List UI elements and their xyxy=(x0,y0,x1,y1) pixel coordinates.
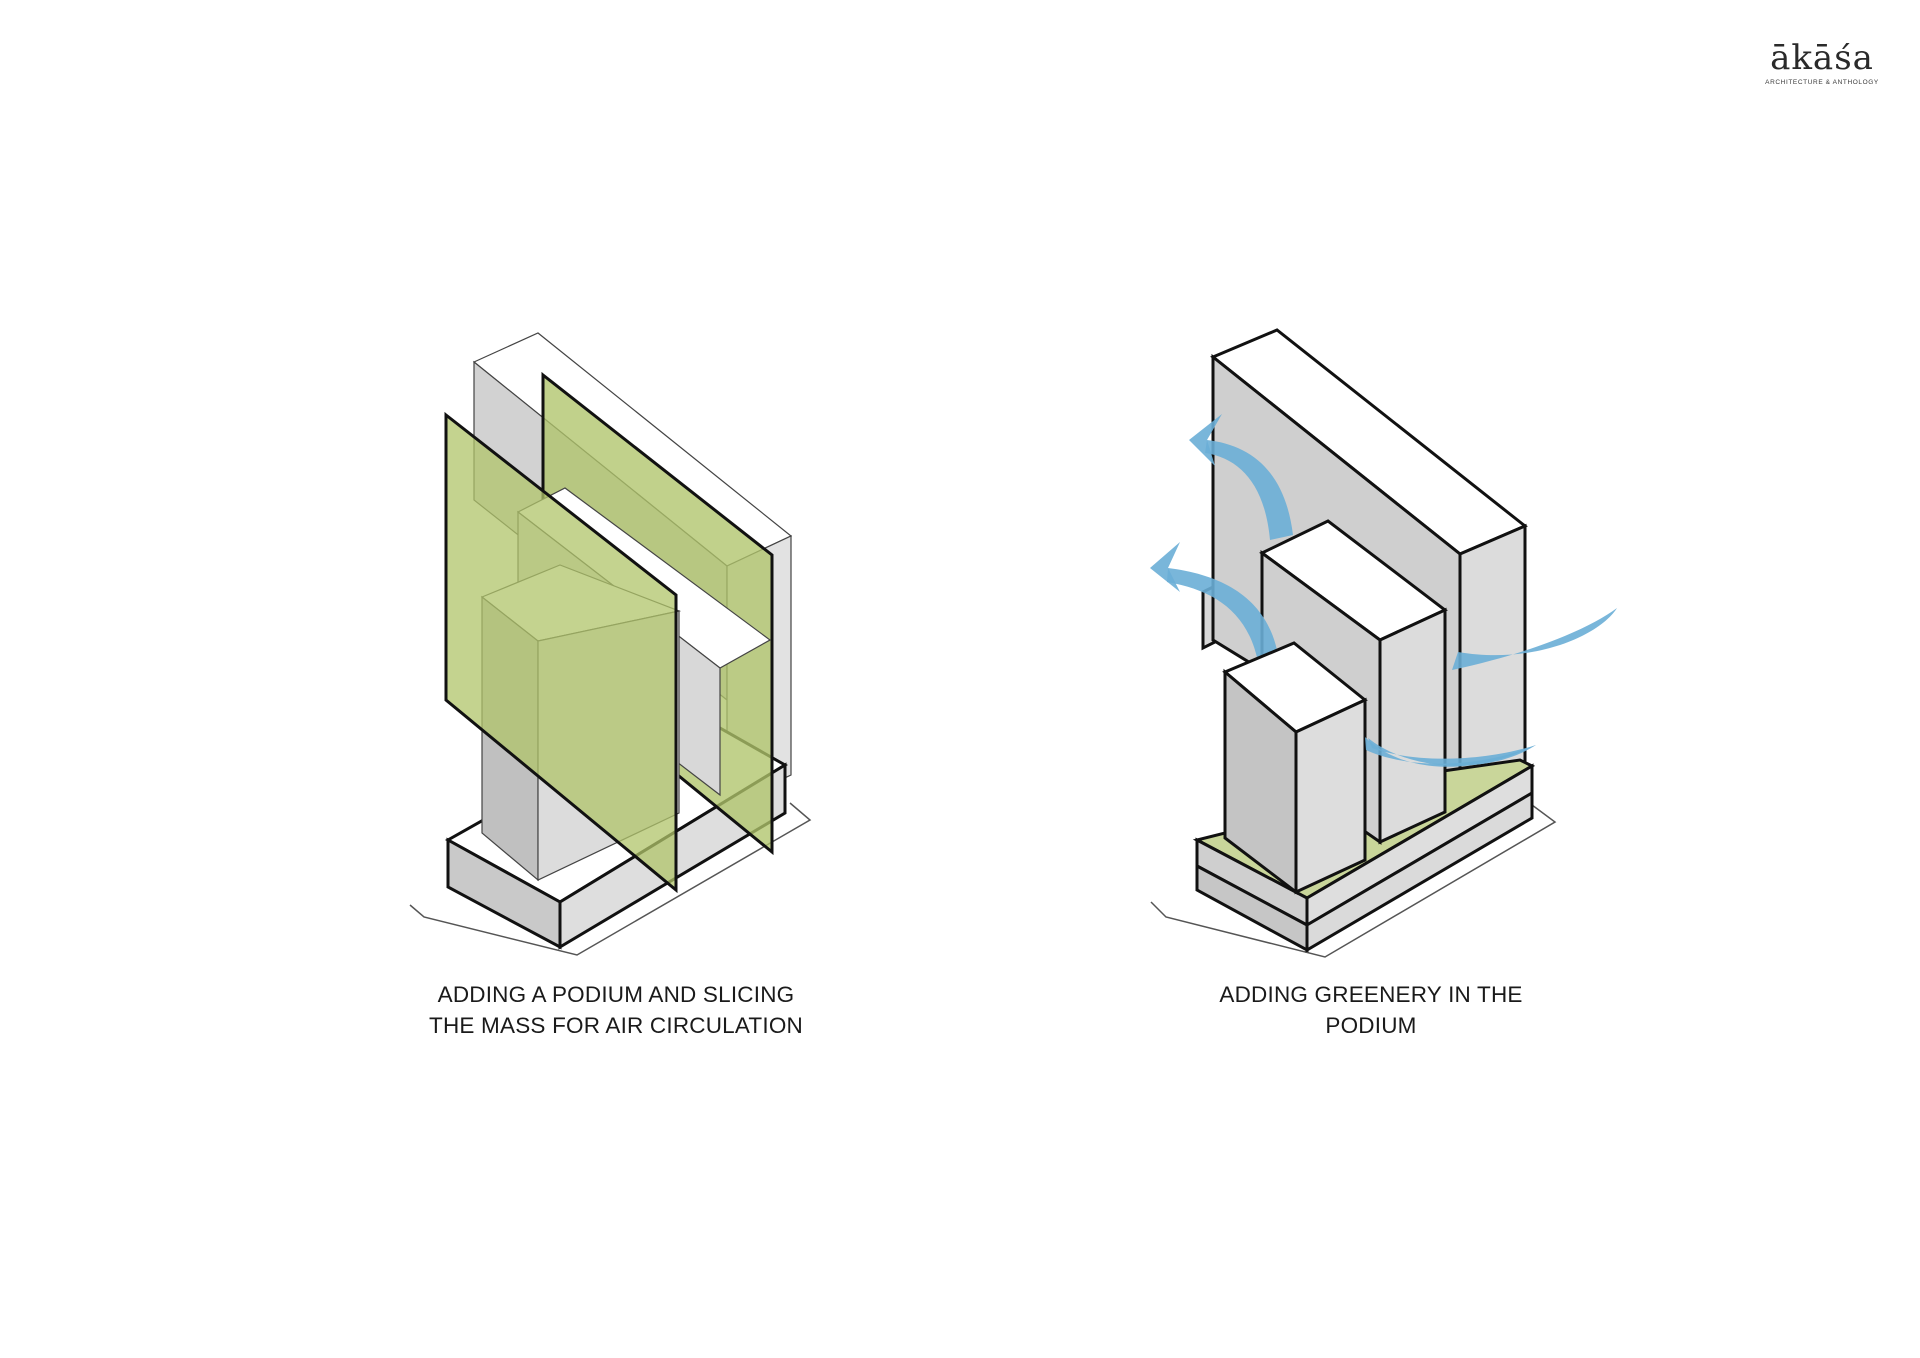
diagram-podium-slicing xyxy=(409,332,812,956)
logo-wordmark: ākāśa xyxy=(1770,38,1874,78)
caption-podium-slicing: ADDING A PODIUM AND SLICING THE MASS FOR… xyxy=(356,979,876,1041)
ground-outline xyxy=(1150,801,1557,958)
brand-logo: ākāśa ARCHITECTURE & ANTHOLOGY xyxy=(1758,38,1886,92)
caption-podium-greenery: ADDING GREENERY IN THE PODIUM xyxy=(1111,979,1631,1041)
air-stream-front xyxy=(1365,737,1536,767)
caption-line: ADDING A PODIUM AND SLICING xyxy=(437,982,795,1007)
logo-tagline: ARCHITECTURE & ANTHOLOGY xyxy=(1765,79,1879,86)
ground-outline xyxy=(409,802,812,956)
caption-line: PODIUM xyxy=(1325,1013,1417,1038)
front-mass xyxy=(1222,641,1368,896)
caption-line: ADDING GREENERY IN THE xyxy=(1219,982,1523,1007)
diagram-podium-greenery xyxy=(1150,328,1617,958)
slicing-plane-front xyxy=(444,411,678,894)
caption-line: THE MASS FOR AIR CIRCULATION xyxy=(429,1013,803,1038)
